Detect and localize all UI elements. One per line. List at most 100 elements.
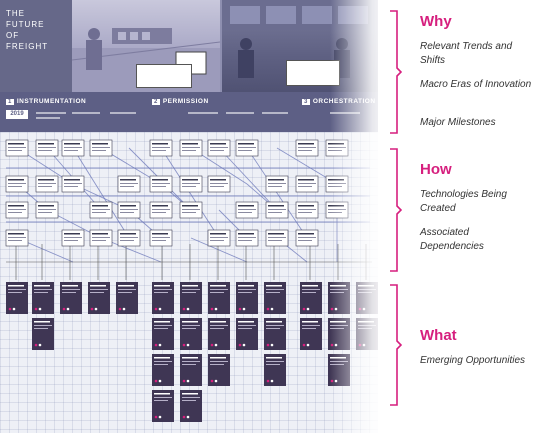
- technology-card-text: [298, 237, 316, 238]
- opportunity-card-dot: [154, 379, 158, 383]
- technology-card-text: [120, 237, 138, 238]
- opportunity-card-text: [118, 285, 134, 287]
- opportunity-card-dot: [158, 415, 162, 419]
- technology-card-text: [38, 209, 56, 210]
- opportunity-card-text: [182, 400, 196, 401]
- opportunity-card-dot: [214, 379, 218, 383]
- opportunity-card-text: [34, 292, 48, 293]
- opportunity-card-text: [154, 328, 168, 329]
- opportunity-card-text: [266, 321, 282, 323]
- opportunity-card-dot: [38, 343, 42, 347]
- technology-card-text: [268, 179, 284, 181]
- opportunity-card-text: [238, 292, 252, 293]
- opportunity-card-dot: [182, 307, 186, 311]
- opportunity-card-dot: [182, 379, 186, 383]
- technology-card-text: [152, 209, 170, 210]
- section-heading-why: Why: [420, 13, 452, 30]
- technology-card-text: [182, 147, 200, 148]
- technology-card-text: [8, 179, 24, 181]
- technology-card-text: [210, 147, 228, 148]
- era-note-text: [36, 112, 66, 114]
- opportunity-card-text: [154, 361, 172, 362]
- opportunity-card-dot: [94, 307, 98, 311]
- opportunity-card-dot: [34, 343, 38, 347]
- technology-card-text: [92, 209, 110, 210]
- bracket-how: [390, 148, 402, 272]
- era-note-text: [36, 117, 60, 119]
- opportunity-card-text: [182, 393, 198, 395]
- technology-card-text: [182, 150, 196, 151]
- technology-card-text: [238, 237, 256, 238]
- opportunity-card-text: [182, 328, 196, 329]
- technology-card-text: [38, 147, 56, 148]
- opportunity-card-text: [154, 393, 170, 395]
- opportunity-card-text: [302, 328, 316, 329]
- opportunity-card-text: [154, 400, 168, 401]
- opportunity-card-dot: [302, 307, 306, 311]
- opportunity-card-dot: [210, 343, 214, 347]
- technology-card-text: [8, 183, 26, 184]
- opportunity-card-text: [210, 321, 226, 323]
- technology-card-text: [92, 240, 106, 241]
- technology-card-text: [182, 209, 200, 210]
- technology-card-text: [64, 183, 82, 184]
- technology-card-text: [238, 143, 254, 145]
- technology-card-text: [120, 233, 136, 235]
- technology-card-text: [268, 186, 282, 187]
- opportunity-card-dot: [38, 307, 42, 311]
- opportunity-card-text: [238, 328, 252, 329]
- technology-card-text: [210, 237, 228, 238]
- opportunity-card-text: [302, 285, 318, 287]
- section-item: Associated Dependencies: [420, 227, 484, 252]
- technology-card-text: [64, 186, 78, 187]
- opportunity-card-text: [266, 289, 284, 290]
- technology-card-text: [210, 143, 226, 145]
- technology-card-text: [38, 212, 52, 213]
- opportunity-card-text: [34, 285, 50, 287]
- opportunity-card-dot: [238, 343, 242, 347]
- technology-card-text: [298, 205, 314, 207]
- opportunity-card-text: [182, 292, 196, 293]
- opportunity-card-text: [266, 328, 280, 329]
- technology-card-text: [152, 147, 170, 148]
- opportunity-card-text: [118, 289, 136, 290]
- section-heading-how: How: [420, 161, 452, 178]
- technology-card-text: [92, 212, 106, 213]
- technology-card-text: [64, 237, 82, 238]
- opportunity-card-text: [8, 285, 24, 287]
- era-year: 2019: [6, 110, 28, 119]
- opportunity-card-text: [266, 357, 282, 359]
- technology-card-text: [152, 150, 166, 151]
- opportunity-card-text: [302, 321, 318, 323]
- technology-card-text: [298, 147, 316, 148]
- opportunity-card-text: [34, 321, 50, 323]
- technology-card-text: [210, 150, 224, 151]
- opportunity-card-dot: [186, 415, 190, 419]
- technology-card-text: [38, 183, 56, 184]
- opportunity-card-dot: [154, 415, 158, 419]
- opportunity-card-dot: [34, 307, 38, 311]
- technology-card-text: [268, 205, 284, 207]
- opportunity-card-text: [238, 285, 254, 287]
- opportunity-card-text: [90, 285, 106, 287]
- opportunity-card-text: [238, 289, 256, 290]
- technology-card-text: [64, 233, 80, 235]
- poster-title: THE FUTURE OF FREIGHT: [6, 9, 49, 51]
- technology-card-text: [38, 150, 52, 151]
- technology-card-text: [92, 233, 108, 235]
- technology-card-text: [152, 179, 168, 181]
- opportunity-card-dot: [118, 307, 122, 311]
- era-note-text: [72, 112, 100, 114]
- opportunity-card-dot: [122, 307, 126, 311]
- technology-card-text: [210, 183, 228, 184]
- dependency-connector: [190, 237, 248, 263]
- technology-card-text: [238, 147, 256, 148]
- opportunity-card-text: [210, 361, 228, 362]
- opportunity-card-text: [62, 292, 76, 293]
- technology-card-text: [8, 205, 24, 207]
- technology-card-text: [210, 179, 226, 181]
- technology-card-text: [238, 209, 256, 210]
- technology-card-text: [152, 233, 168, 235]
- opportunity-card-text: [34, 325, 52, 326]
